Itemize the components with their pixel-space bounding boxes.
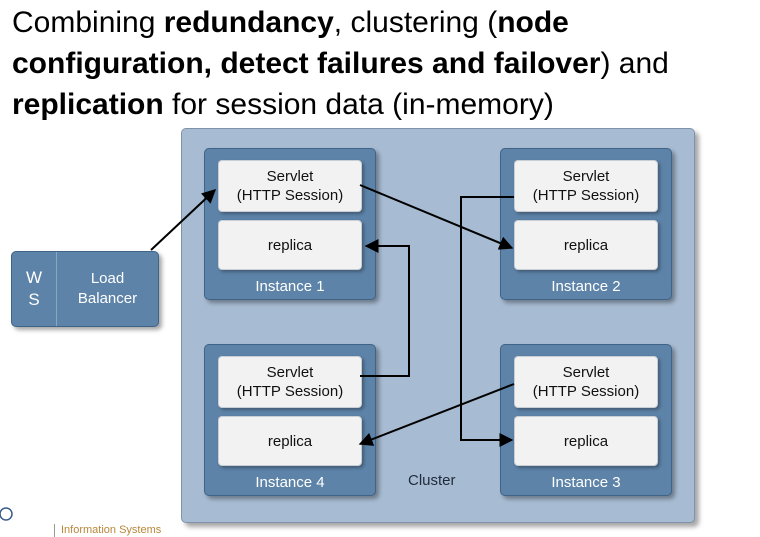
instance2-to-instance3-replica-arrow (460, 196, 514, 447)
title-text-2: , clustering ( (333, 6, 498, 39)
load-balancer: W S Load Balancer (11, 251, 159, 327)
servlet-box: Servlet (HTTP Session) (218, 356, 362, 408)
slide-title: Combining redundancy, clustering (node c… (12, 2, 757, 125)
instance-3: Servlet (HTTP Session) replica Instance … (500, 344, 672, 496)
servlet-session-label: (HTTP Session) (236, 187, 344, 204)
instance-4: Servlet (HTTP Session) replica Instance … (204, 344, 376, 496)
instance-label: Instance 1 (255, 278, 325, 295)
instance-label: Instance 4 (255, 474, 325, 491)
title-text-3: ) and (600, 47, 669, 80)
servlet-label: Servlet (562, 364, 610, 381)
title-bold-clustering: node configuration, detect failures and … (12, 6, 601, 80)
university-logo-icon (0, 500, 16, 530)
load-balancer-label-line1: Load (90, 270, 125, 287)
title-bold-redundancy: redundancy (163, 6, 334, 39)
load-balancer-label-line2: Balancer (77, 290, 138, 307)
servlet-box: Servlet (HTTP Session) (514, 356, 658, 408)
instance-2: Servlet (HTTP Session) replica Instance … (500, 148, 672, 300)
servlet-label: Servlet (266, 364, 314, 381)
servlet-box: Servlet (HTTP Session) (218, 160, 362, 212)
servlet-session-label: (HTTP Session) (532, 383, 640, 400)
instance-1: Servlet (HTTP Session) replica Instance … (204, 148, 376, 300)
servlet-box: Servlet (HTTP Session) (514, 160, 658, 212)
title-bold-replication: replication (12, 88, 164, 121)
title-text-1: Combining (12, 6, 164, 39)
ws-letter-s: S (28, 290, 40, 309)
servlet-label: Servlet (266, 168, 314, 185)
replica-box: replica (218, 416, 362, 466)
ws-letter-w: W (25, 268, 43, 287)
replica-box: replica (218, 220, 362, 270)
instance3-to-instance4-replica-arrow (358, 383, 515, 446)
web-server-segment: W S (12, 252, 57, 326)
instance1-to-instance2-replica-arrow (359, 184, 514, 250)
servlet-label: Servlet (562, 168, 610, 185)
instance4-to-instance1-replica-arrow (360, 239, 410, 377)
replica-box: replica (514, 416, 658, 466)
load-balancer-label: Load Balancer (57, 252, 158, 326)
servlet-session-label: (HTTP Session) (236, 383, 344, 400)
cluster-label: Cluster (408, 472, 456, 489)
instance-label: Instance 2 (551, 278, 621, 295)
servlet-session-label: (HTTP Session) (532, 187, 640, 204)
lb-to-instance1-arrow (150, 189, 217, 251)
instance-label: Instance 3 (551, 474, 621, 491)
replica-box: replica (514, 220, 658, 270)
footer-text: Information Systems (54, 524, 161, 537)
title-text-4: for session data (in-memory) (163, 88, 554, 121)
